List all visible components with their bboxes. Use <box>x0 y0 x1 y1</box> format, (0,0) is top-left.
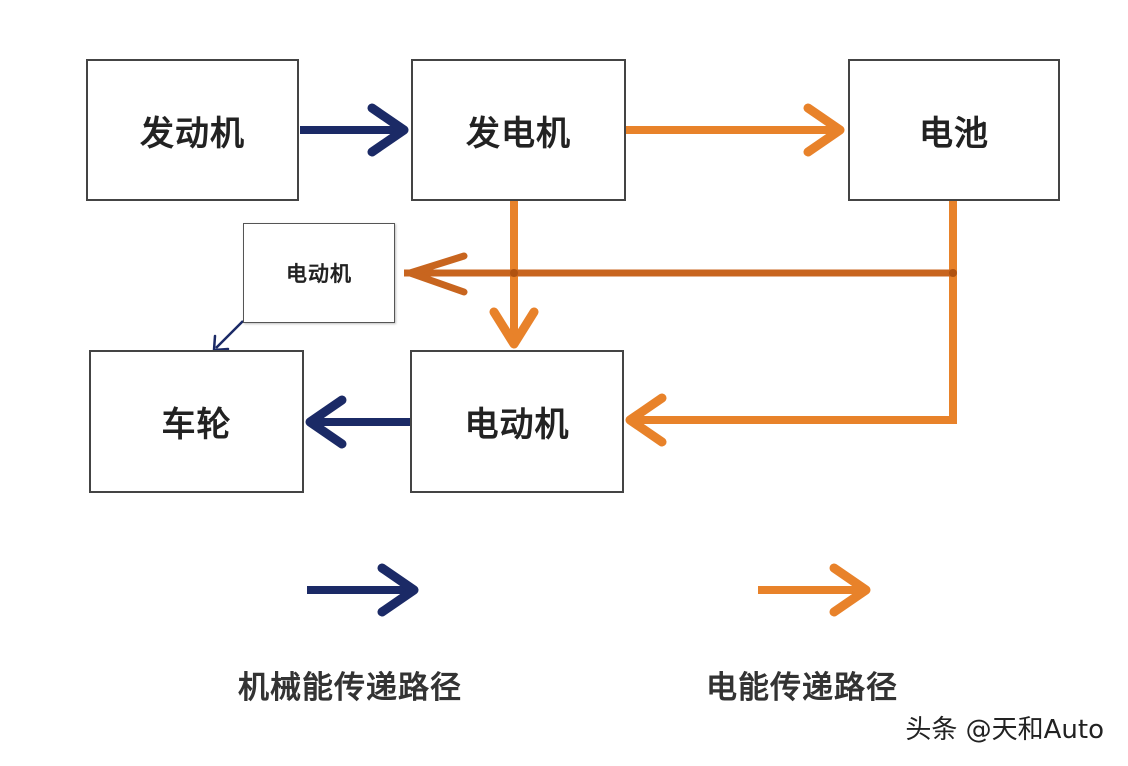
legend-mechanical-arrow <box>307 563 419 617</box>
arrow-generator-to-battery <box>626 103 845 157</box>
battery-box: 电池 <box>848 59 1060 201</box>
small-motor-box: 电动机 <box>243 223 395 323</box>
arrow-engine-to-generator <box>300 103 409 157</box>
legend-electrical-label: 电能传递路径 <box>706 670 898 706</box>
generator-box: 发电机 <box>411 59 626 201</box>
engine-box: 发动机 <box>86 59 299 201</box>
watermark-text: 头条 @天和Auto <box>905 715 1104 745</box>
arrow-battery-to-motor <box>625 201 957 447</box>
arrow-small-motor-to-wheels <box>212 320 244 352</box>
wheels-box: 车轮 <box>89 350 304 493</box>
motor-box: 电动机 <box>410 350 624 493</box>
legend-mechanical-label: 机械能传递路径 <box>238 670 462 706</box>
arrow-motor-to-wheels <box>305 395 410 449</box>
legend-electrical-arrow <box>758 563 871 617</box>
arrow-battery-to-small-motor <box>404 252 957 296</box>
